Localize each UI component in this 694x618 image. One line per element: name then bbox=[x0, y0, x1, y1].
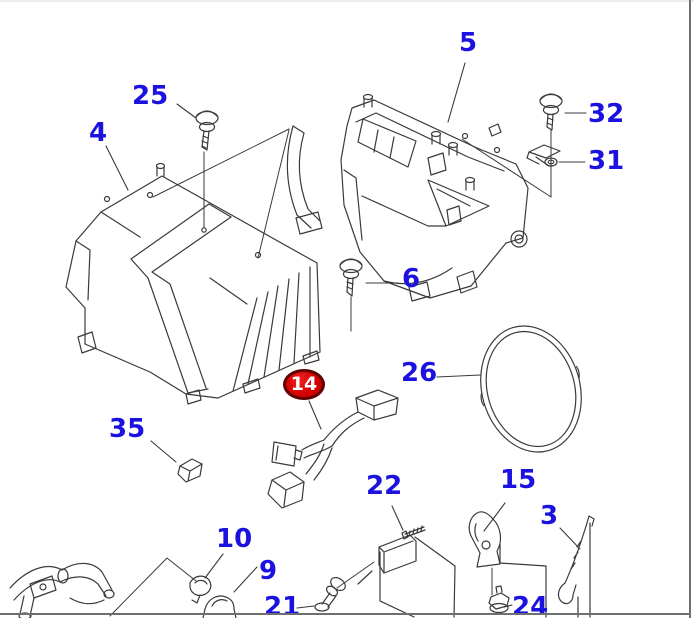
callout-15[interactable]: 15 bbox=[500, 465, 537, 495]
callout-4[interactable]: 4 bbox=[89, 118, 108, 148]
bolt-32-drawing bbox=[539, 93, 563, 131]
callout-31[interactable]: 31 bbox=[588, 146, 625, 176]
selected-part-badge[interactable]: 14 bbox=[283, 369, 325, 400]
plate-22-drawing bbox=[357, 525, 547, 618]
callout-3[interactable]: 3 bbox=[540, 501, 559, 531]
callout-9[interactable]: 9 bbox=[259, 556, 278, 586]
strip-3-drawing bbox=[557, 515, 595, 618]
callout-6[interactable]: 6 bbox=[402, 264, 421, 294]
clamp-10-drawing bbox=[189, 575, 212, 604]
top-band bbox=[0, 0, 694, 2]
bolt-25-drawing bbox=[195, 110, 219, 151]
right-frame-line bbox=[689, 0, 691, 618]
clip-31-drawing bbox=[526, 144, 561, 167]
bottom-frame-line bbox=[0, 613, 690, 615]
callout-5[interactable]: 5 bbox=[459, 28, 478, 58]
clip-35-drawing bbox=[177, 458, 203, 483]
callout-35[interactable]: 35 bbox=[109, 414, 146, 444]
assembly-lines bbox=[109, 128, 552, 617]
bolt-6-drawing bbox=[339, 258, 363, 297]
harness-14-drawing bbox=[267, 389, 399, 509]
part-5-drawing bbox=[286, 93, 529, 302]
selected-part-number: 14 bbox=[290, 373, 318, 395]
leader-lines bbox=[105, 62, 587, 609]
callout-26[interactable]: 26 bbox=[401, 358, 438, 388]
callout-25[interactable]: 25 bbox=[132, 81, 169, 111]
callout-10[interactable]: 10 bbox=[216, 524, 253, 554]
ring-26-drawing bbox=[480, 325, 582, 453]
pipes-drawing bbox=[9, 562, 115, 618]
bolt-21-drawing bbox=[314, 576, 346, 612]
callout-32[interactable]: 32 bbox=[588, 99, 625, 129]
bracket-15-drawing bbox=[468, 511, 502, 568]
callout-22[interactable]: 22 bbox=[366, 471, 403, 501]
part-4-drawing bbox=[65, 162, 321, 405]
